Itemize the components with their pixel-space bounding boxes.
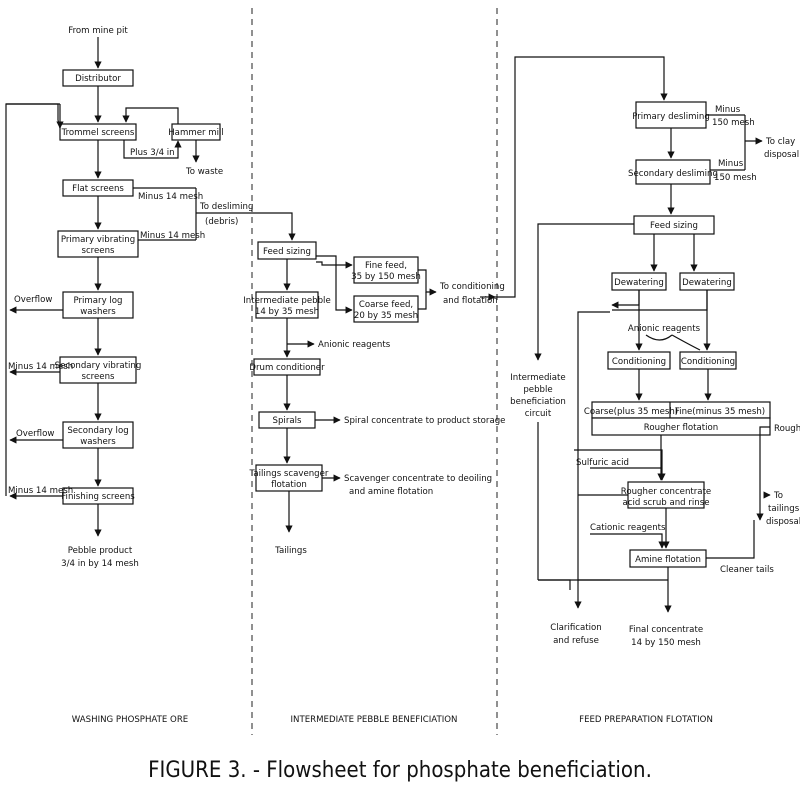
coarse-feed-label-1: Coarse feed,	[359, 300, 413, 310]
overflow-secondary-label: Overflow	[16, 429, 54, 439]
rougher-tails-label: Rougher tails	[774, 424, 800, 434]
tailings-scavenger-label-1: Tailings scavenger	[249, 469, 329, 479]
intermediate-pebble-label-2: 14 by 35 mesh	[255, 307, 319, 317]
clarification-label-1: Clarification	[550, 623, 601, 633]
intermediate-pebble-label-1: Intermediate pebble	[243, 296, 331, 306]
to-waste-label: To waste	[185, 167, 223, 177]
fine-feed-label-2: 35 by 150 mesh	[351, 272, 421, 282]
dewatering-left-label: Dewatering	[614, 278, 664, 288]
dewatering-right-label: Dewatering	[682, 278, 732, 288]
intermediate-circuit-label-2: pebble	[523, 385, 552, 395]
minus-150-a-label-1: Minus	[715, 105, 741, 115]
secondary-log-label-1: Secondary log	[67, 426, 128, 436]
trommel-screens-label: Trommel screens	[61, 128, 135, 138]
intermediate-circuit-label-3: beneficiation	[510, 397, 566, 407]
tailings-scavenger-label-2: flotation	[271, 480, 307, 490]
secondary-desliming-box	[635, 159, 711, 185]
primary-log-label-1: Primary log	[73, 296, 122, 306]
section-title-washing: WASHING PHOSPHATE ORE	[72, 715, 188, 725]
section-title-feed-prep: FEED PREPARATION FLOTATION	[579, 715, 713, 725]
minus-150-b-label-1: Minus	[718, 159, 744, 169]
to-desliming-label: To desliming	[199, 202, 253, 212]
anionic-reagents-intermediate-label: Anionic reagents	[318, 340, 391, 350]
minus-14-mesh-vibrating-label: Minus 14 mesh	[140, 231, 205, 241]
to-clay-label-1: To clay	[765, 137, 795, 147]
spiral-concentrate-label: Spiral concentrate to product storage	[344, 416, 505, 426]
scavenger-concentrate-label-1: Scavenger concentrate to deoiling	[344, 474, 492, 484]
primary-log-label-2: washers	[80, 307, 116, 317]
pebble-product-label-1: Pebble product	[68, 546, 133, 556]
tailings-label: Tailings	[274, 546, 307, 556]
minus-150-a-label-2: 150 mesh	[712, 118, 755, 128]
to-clay-label-2: disposal	[764, 150, 799, 160]
section-title-intermediate: INTERMEDIATE PEBBLE BENEFICIATION	[291, 715, 458, 725]
feed-sizing-flotation-box	[633, 215, 715, 235]
pebble-product-label-2: 3/4 in by 14 mesh	[61, 559, 139, 569]
anionic-reagents-flotation-label: Anionic reagents	[628, 324, 701, 334]
feed-sizing-flotation-label: Feed sizing	[650, 221, 698, 231]
to-tailings-label-3: disposal	[766, 517, 800, 527]
spirals-label: Spirals	[273, 416, 302, 426]
minus-150-b-label-2: 150 mesh	[714, 173, 757, 183]
fine-feed-label-1: Fine feed,	[365, 261, 407, 271]
rougher-concentrate-box	[627, 481, 705, 509]
to-tailings-label-2: tailings	[768, 504, 800, 514]
feed-sizing-intermediate-label: Feed sizing	[263, 247, 311, 257]
secondary-log-label-2: washers	[80, 437, 116, 447]
fine-minus-35-label: Fine(minus 35 mesh)	[675, 407, 765, 417]
conditioning-left-label: Conditioning	[612, 357, 666, 367]
final-concentrate-label-2: 14 by 150 mesh	[631, 638, 701, 648]
fine-feed-box	[353, 256, 419, 284]
hammer-mill-label: Hammer mill	[168, 128, 224, 138]
tailings-scavenger-box	[255, 464, 323, 492]
finishing-screens-label: Finishing screens	[61, 492, 135, 502]
amine-flotation-label: Amine flotation	[635, 555, 701, 565]
scavenger-concentrate-label-2: and amine flotation	[349, 487, 433, 497]
distributor-label: Distributor	[75, 74, 121, 84]
coarse-plus-35-label: Coarse(plus 35 mesh)	[584, 407, 678, 417]
rougher-concentrate-label-1: Rougher concentrate	[621, 487, 711, 497]
to-conditioning-label-2: and flotation	[443, 296, 498, 306]
minus-14-mesh-finishing-label: Minus 14 mesh	[8, 486, 73, 496]
conditioning-right-label: Conditioning	[681, 357, 735, 367]
secondary-vibrating-label-1: Secondary vibrating	[55, 361, 142, 371]
debris-label: (debris)	[205, 217, 238, 227]
clarification-label-2: and refuse	[553, 636, 599, 646]
primary-desliming-box	[635, 101, 707, 129]
cleaner-tails-label: Cleaner tails	[720, 565, 774, 575]
final-concentrate-label-1: Final concentrate	[629, 625, 703, 635]
rougher-flotation-label: Rougher flotation	[644, 423, 719, 433]
intermediate-circuit-label-1: Intermediate	[510, 373, 565, 383]
sulfuric-acid-label: Sulfuric acid	[576, 458, 629, 468]
primary-log-washers-box	[62, 291, 134, 319]
flat-screens-label: Flat screens	[72, 184, 124, 194]
coarse-feed-label-2: 20 by 35 mesh	[354, 311, 418, 321]
minus-14-mesh-secondary-label: Minus 14 mesh	[8, 362, 73, 372]
to-conditioning-label-1: To conditioning	[439, 282, 505, 292]
primary-vibrating-label-2: screens	[81, 246, 115, 256]
intermediate-circuit-label-4: circuit	[525, 409, 552, 419]
coarse-feed-box	[353, 295, 419, 323]
cationic-reagents-label: Cationic reagents	[590, 523, 666, 533]
primary-vibrating-screens-box	[57, 230, 139, 258]
secondary-vibrating-label-2: screens	[81, 372, 115, 382]
primary-vibrating-label-1: Primary vibrating	[61, 235, 135, 245]
figure-caption: FIGURE 3. - Flowsheet for phosphate bene…	[148, 758, 652, 783]
primary-desliming-label: Primary desliming	[632, 112, 710, 122]
overflow-primary-label: Overflow	[14, 295, 52, 305]
from-mine-pit-label: From mine pit	[68, 26, 128, 36]
minus-14-mesh-flat-label: Minus 14 mesh	[138, 192, 203, 202]
drum-conditioner-label: Drum conditioner	[249, 363, 325, 373]
to-tailings-label-1: To	[773, 491, 783, 501]
plus-three-quarter-label: Plus 3/4 in	[130, 148, 175, 158]
secondary-desliming-label: Secondary desliming	[628, 169, 718, 179]
rougher-concentrate-label-2: acid scrub and rinse	[623, 498, 710, 508]
